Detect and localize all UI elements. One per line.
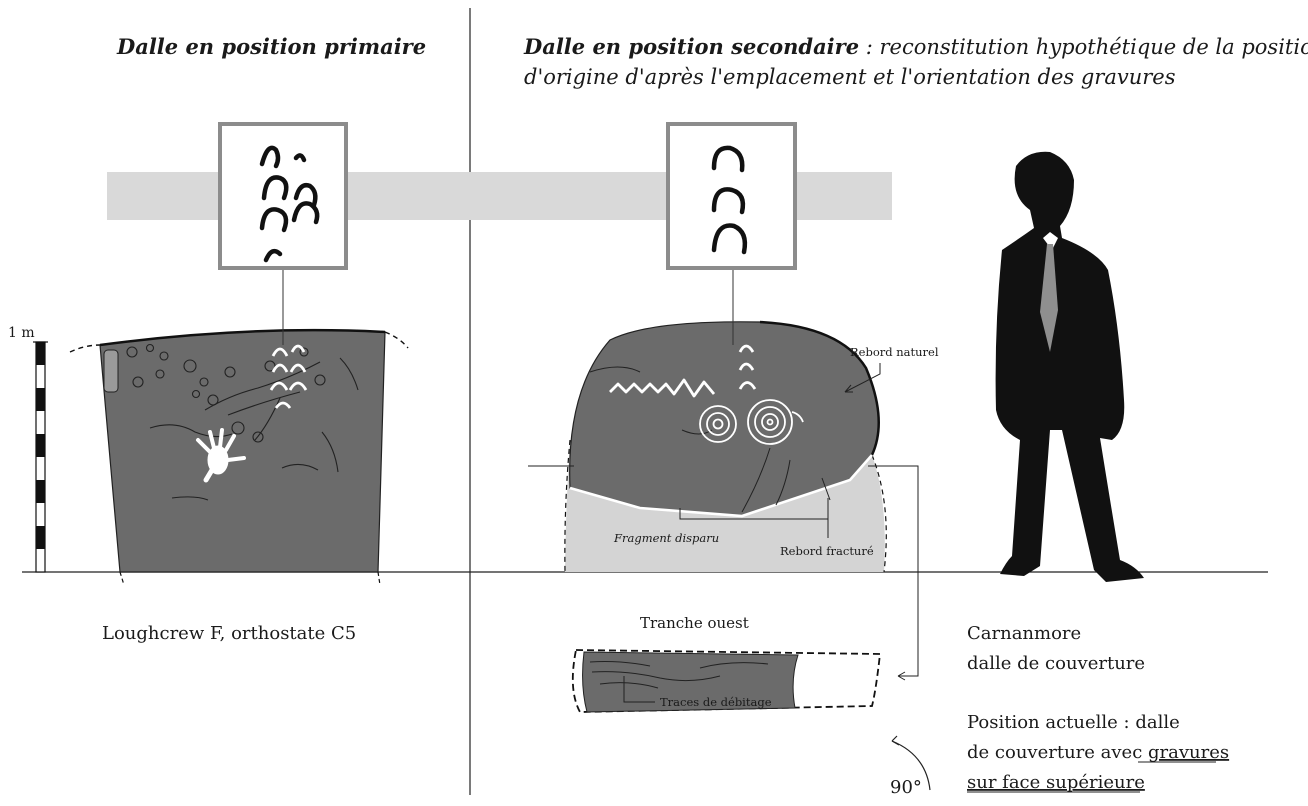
scale-bar (33, 341, 48, 573)
label-tool-marks: Traces de débitage (660, 695, 772, 709)
person-silhouette (995, 151, 1144, 582)
label-fractured-edge: Rebord fracturé (780, 544, 874, 558)
loughcrew-stone (69, 328, 409, 586)
left-heading: Dalle en position primaire (116, 34, 426, 59)
right-heading-bold: Dalle en position secondaire (523, 34, 859, 59)
label-west-edge: Tranche ouest (640, 614, 749, 632)
label-missing-fragment: Fragment disparu (613, 531, 719, 545)
rotation-label: 90° (890, 777, 922, 798)
section-connector (868, 465, 919, 681)
west-edge-section (571, 649, 882, 713)
position-line2-plain: de couverture avec (967, 742, 1148, 763)
right-heading-line1: Dalle en position secondaire : reconstit… (523, 34, 1308, 59)
left-caption: Loughcrew F, orthostate C5 (102, 623, 356, 644)
loughcrew-detail-frame (218, 122, 348, 345)
right-caption-line1: Carnanmore (967, 623, 1081, 644)
position-line2: de couverture avec gravures (967, 742, 1229, 763)
right-heading-line2: d'origine d'après l'emplacement et l'ori… (524, 65, 1176, 89)
position-line2-underlined: gravures (1148, 742, 1229, 763)
carnanmore-stone (528, 320, 880, 518)
natural-edge-callout (844, 363, 881, 393)
right-caption-line2: dalle de couverture (967, 653, 1145, 674)
fractured-edge-callout (679, 498, 829, 538)
right-heading-rest: : reconstitution hypothétique de la posi… (859, 35, 1308, 59)
label-natural-edge: Rebord naturel (850, 345, 939, 359)
position-line3: sur face supérieure (967, 772, 1145, 793)
rotation-arrow-icon (891, 735, 931, 791)
position-line1: Position actuelle : dalle (967, 712, 1180, 733)
carnanmore-detail-frame (666, 122, 797, 345)
tool-marks-callout (623, 676, 655, 703)
scale-label: 1 m (8, 325, 35, 341)
